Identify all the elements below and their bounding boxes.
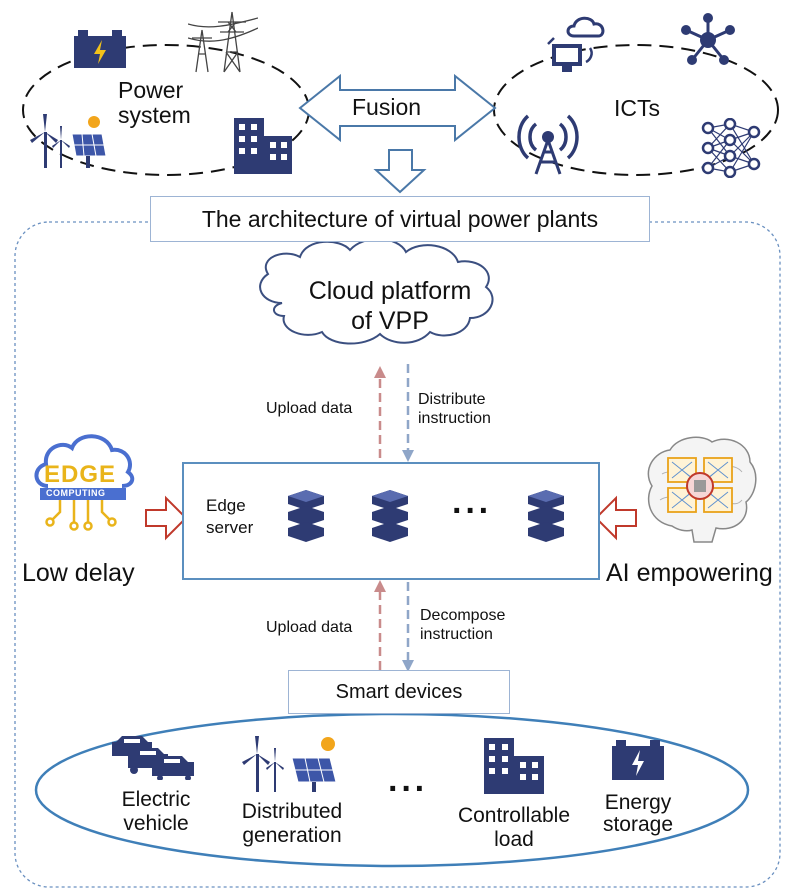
cloud-platform-label: Cloud platform of VPP xyxy=(308,277,472,335)
edge-logo-text: EDGE xyxy=(44,461,117,488)
cloud-computer-icon xyxy=(547,16,605,72)
ai-empowering-label: AI empowering xyxy=(606,559,773,587)
smart-devices-box: Smart devices xyxy=(288,670,510,714)
devices-ellipsis: ··· xyxy=(388,770,428,808)
energy-storage-icon xyxy=(612,740,664,780)
smart-devices-label: Smart devices xyxy=(335,680,463,703)
distributed-generation-icon xyxy=(242,736,337,792)
lower-decompose-arrowhead xyxy=(402,660,414,672)
edge-server-label: Edge server xyxy=(206,496,254,537)
distributed-generation-label: Distributed generation xyxy=(241,800,343,847)
transmission-tower-icon xyxy=(188,11,258,73)
fusion-label: Fusion xyxy=(352,94,422,120)
edge-ellipsis: ··· xyxy=(452,492,492,530)
fusion-arrow xyxy=(298,73,497,143)
upper-upload-arrowhead xyxy=(374,366,386,378)
neural-network-icon xyxy=(701,118,761,178)
upper-distribute-arrowhead xyxy=(402,450,414,462)
icts-label: ICTs xyxy=(614,95,660,121)
server-stack-icon xyxy=(288,490,324,542)
fusion-down-arrow xyxy=(373,149,427,194)
right-side-arrow xyxy=(594,495,637,541)
network-icon xyxy=(681,13,735,65)
controllable-load-icon xyxy=(484,738,544,794)
controllable-load-label: Controllable load xyxy=(457,804,571,851)
energy-storage-label: Energy storage xyxy=(602,791,674,836)
electric-vehicle-label: Electric vehicle xyxy=(121,788,191,835)
server-stack-icon xyxy=(372,490,408,542)
decompose-instruction-label: Decompose instruction xyxy=(420,607,506,643)
lower-upload-arrowhead xyxy=(374,580,386,592)
ai-brain-icon xyxy=(647,436,757,543)
battery-icon xyxy=(74,30,126,68)
distribute-instruction-label: Distribute instruction xyxy=(418,391,491,427)
lower-upload-label: Upload data xyxy=(266,619,353,636)
architecture-title-text: The architecture of virtual power plants xyxy=(201,205,599,232)
electric-vehicle-icon xyxy=(112,736,194,780)
architecture-title: The architecture of virtual power plants xyxy=(150,196,650,242)
buildings-icon xyxy=(234,118,292,174)
edge-computing-logo xyxy=(34,434,135,531)
cloud-shape xyxy=(259,237,494,345)
upper-upload-label: Upload data xyxy=(266,400,353,417)
edge-logo-subtext: COMPUTING xyxy=(46,488,106,498)
low-delay-label: Low delay xyxy=(22,559,135,587)
left-side-arrow xyxy=(145,495,188,541)
antenna-icon xyxy=(517,114,579,175)
wind-solar-icon xyxy=(30,114,106,168)
power-system-label: Power system xyxy=(118,77,191,128)
devices-ellipse xyxy=(34,712,750,868)
server-stack-icon xyxy=(528,490,564,542)
edge-logo-banner xyxy=(40,488,126,500)
